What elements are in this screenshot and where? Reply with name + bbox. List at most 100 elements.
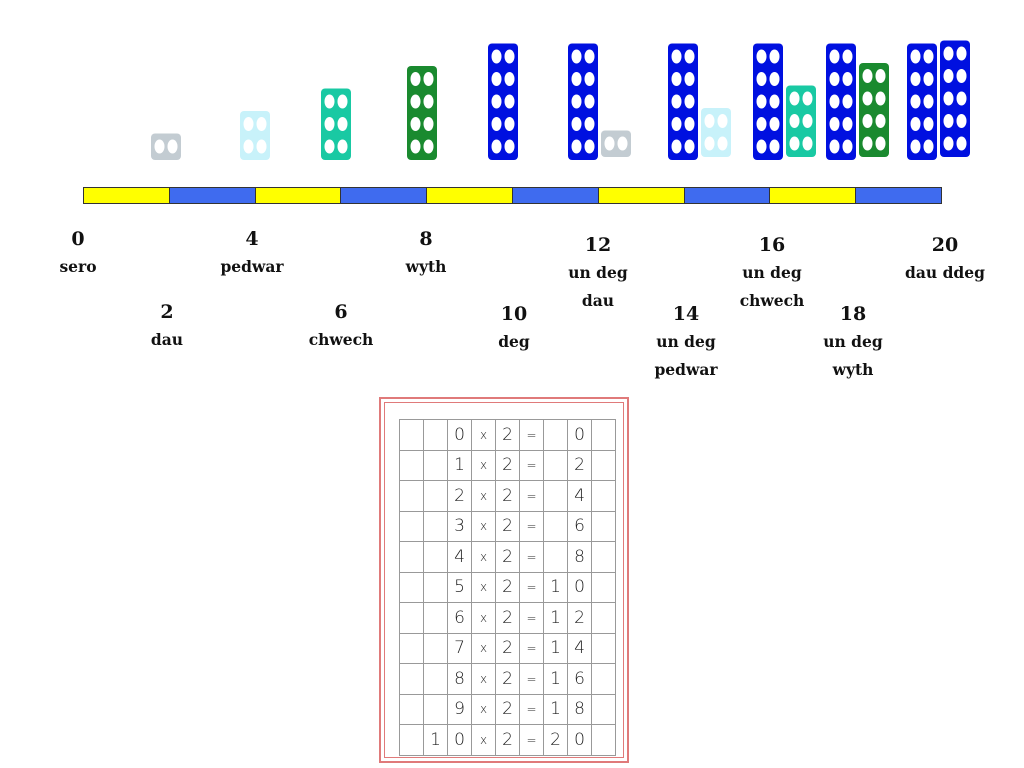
table-cell: x — [471, 419, 496, 451]
table-cell — [399, 419, 424, 451]
table-cell — [399, 632, 424, 664]
numicon-hole — [756, 117, 767, 131]
numicon-10-block — [907, 43, 937, 160]
table-cell: 6 — [447, 602, 472, 634]
numicon-hole — [584, 94, 595, 109]
table-cell: 8 — [567, 693, 592, 725]
numicon-hole — [324, 117, 335, 131]
numicon-hole — [491, 139, 502, 154]
table-cell: = — [519, 541, 544, 573]
table-cell — [543, 449, 568, 481]
numicon-hole — [769, 117, 780, 131]
table-cell — [423, 693, 448, 725]
table-cell — [399, 693, 424, 725]
table-cell — [591, 510, 616, 542]
numicon-hole — [829, 72, 840, 86]
table-cell: 0 — [567, 571, 592, 603]
numicon-hole — [684, 117, 695, 131]
table-cell — [423, 541, 448, 573]
numicon-hole — [756, 94, 767, 109]
numicon-hole — [671, 72, 682, 86]
number-word: un deg — [742, 263, 802, 282]
numicon-hole — [756, 49, 767, 64]
numicon-hole — [956, 136, 967, 151]
table-cell: = — [519, 510, 544, 542]
table-cell: = — [519, 449, 544, 481]
table-cell: 1 — [543, 663, 568, 695]
table-cell: = — [519, 480, 544, 512]
table-cell: = — [519, 602, 544, 634]
numicon-hole — [910, 72, 921, 86]
numicon-hole — [410, 139, 421, 154]
table-cell — [399, 480, 424, 512]
numicon-hole — [604, 136, 615, 151]
number-word: dau — [150, 330, 184, 349]
number-line-segment — [426, 187, 513, 204]
numicon-hole — [923, 72, 934, 86]
table-cell — [591, 632, 616, 664]
numicon-6-block — [786, 85, 816, 157]
table-cell: 2 — [495, 449, 520, 481]
table-cell: 8 — [447, 663, 472, 695]
number-line-segment — [855, 187, 942, 204]
number-word: chwech — [739, 291, 805, 310]
numicon-hole — [504, 49, 515, 64]
number-word: sero — [59, 257, 97, 276]
numicon-hole — [910, 139, 921, 154]
numicon-hole — [491, 117, 502, 131]
numicon-hole — [423, 94, 434, 109]
numicon-hole — [756, 139, 767, 154]
numicon-hole — [243, 139, 254, 154]
numicon-hole — [337, 117, 348, 131]
numicon-hole — [337, 139, 348, 154]
numicon-2-block — [151, 133, 181, 160]
table-cell — [399, 602, 424, 634]
table-cell: 2 — [495, 571, 520, 603]
numicon-hole — [410, 94, 421, 109]
numicon-2-block — [601, 130, 631, 157]
numicon-hole — [829, 139, 840, 154]
table-cell: 9 — [447, 693, 472, 725]
table-cell: 8 — [567, 541, 592, 573]
numicon-4-block — [240, 111, 270, 160]
number-line-segment — [168, 187, 256, 204]
numicon-hole — [802, 91, 813, 106]
number-word: un deg — [823, 332, 883, 351]
numicon-hole — [923, 49, 934, 64]
numicon-hole — [423, 139, 434, 154]
table-cell: 0 — [567, 419, 592, 451]
number-line-segment — [683, 187, 771, 204]
numicon-hole — [423, 72, 434, 86]
table-cell — [591, 480, 616, 512]
numicon-hole — [491, 94, 502, 109]
numicon-hole — [684, 139, 695, 154]
table-cell: x — [471, 663, 496, 695]
table-cell — [399, 571, 424, 603]
table-cell — [591, 724, 616, 756]
number-digit: 20 — [931, 234, 959, 256]
numicon-hole — [862, 91, 873, 106]
number-line-segment — [254, 187, 342, 204]
numicon-hole — [769, 139, 780, 154]
numicon-hole — [617, 136, 628, 151]
table-cell: 2 — [495, 724, 520, 756]
table-cell: 2 — [495, 541, 520, 573]
numicon-hole — [504, 117, 515, 131]
table-cell — [399, 724, 424, 756]
number-line-segment — [83, 187, 170, 204]
numicon-hole — [684, 94, 695, 109]
table-cell: x — [471, 571, 496, 603]
table-cell: 2 — [495, 663, 520, 695]
number-digit: 14 — [672, 303, 700, 325]
table-cell — [591, 663, 616, 695]
